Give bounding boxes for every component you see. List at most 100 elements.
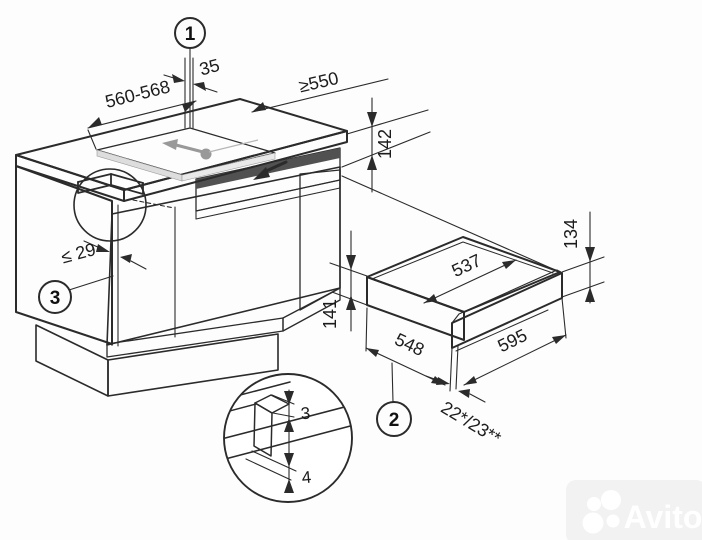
niche-to-drawer-alignment-line: [341, 175, 563, 274]
worktop-edge-left: [15, 154, 125, 202]
dim-drawer-inner-width-label: 537: [449, 250, 485, 281]
dim-detail-gap-bottom-label: 4: [301, 468, 312, 488]
connection-point-dot: [200, 148, 212, 160]
watermark-logo-icon: [587, 497, 601, 511]
niche-arrow-shaft: [262, 160, 288, 174]
connection-arrow-icon: [162, 139, 178, 150]
dim-134-arrow-top-icon: [585, 247, 595, 262]
drawer-left-side-face: [366, 276, 465, 341]
watermark: Avito: [566, 480, 702, 540]
dim-29-arrow-shaft-right: [130, 260, 147, 270]
dim-body-height-label: 141: [320, 299, 340, 329]
dim-2223-ext-line-b: [455, 345, 459, 390]
watermark-logo-icon: [582, 512, 604, 534]
detail-4-arrow-top-icon: [284, 453, 294, 467]
cutout-inner-wall-left: [96, 149, 183, 182]
callout-3-badge: [38, 280, 72, 314]
dim-cutout-width-label: 560-568: [103, 76, 172, 111]
dim-595-line: [463, 334, 567, 386]
watermark-logo-icon: [606, 514, 620, 528]
niche-shelf-band: [195, 179, 341, 220]
dim-top-gap-label: 35: [197, 55, 222, 80]
dim-front-width-label: 595: [494, 325, 530, 356]
dim-2223-ext-line-a: [449, 347, 453, 392]
drawer-top-rim-line: [371, 241, 554, 280]
detail-4-ext-line-b: [245, 458, 292, 481]
niche-insert-arrow-icon: [253, 167, 270, 180]
dim-niche-height-label: 142: [375, 129, 395, 159]
dim-595-ext-line: [561, 297, 567, 339]
dim-141-ext-top: [329, 262, 368, 277]
edge-detail-view: 3 4: [223, 373, 353, 503]
dim-548-arrow-left-icon: [366, 348, 379, 357]
dim-141-arrow-bottom-icon: [346, 295, 356, 310]
dim-134-arrow-bottom-icon: [585, 287, 595, 302]
dim-595-arrow-right-icon: [552, 335, 566, 344]
dim-548-ext-line: [365, 307, 368, 352]
detail-3-ext-line-b: [272, 412, 295, 418]
worktop-top-face: [15, 98, 348, 191]
detail-circle-content: 3 4: [224, 381, 352, 493]
cutout-inner-wall-front: [181, 152, 276, 182]
niche-inner-shadow: [196, 148, 340, 189]
detail-3-arrow-bottom-icon: [284, 418, 294, 432]
dim-35-arrow-left-icon: [172, 74, 185, 83]
dim-142-arrow-top-icon: [367, 112, 377, 127]
watermark-brand-label: Avito: [624, 499, 702, 535]
dim-2223-arrow-left-icon: [436, 377, 450, 385]
dim-35-arrow-right-icon: [193, 82, 206, 91]
dim-548-line: [365, 347, 446, 386]
callout-2-badge: [376, 401, 412, 437]
detail-3-ext-line-a: [271, 394, 295, 405]
plinth-front-face: [107, 333, 279, 397]
base-to-drawer-alignment-line: [331, 291, 368, 306]
dim-detail-gap-top-label: 3: [300, 404, 311, 424]
cabinet-base-band-right: [282, 287, 341, 332]
dim-2223-arrow-right-icon: [458, 389, 470, 398]
dim-595-arrow-left-icon: [464, 376, 477, 385]
dim-537-arrow-left-icon: [424, 294, 437, 303]
dim-front-thickness-label: 22*/23**: [438, 397, 505, 448]
connection-leader-line: [208, 139, 259, 153]
dim-537-arrow-right-icon: [502, 260, 516, 269]
dim-560-ext-line: [87, 129, 97, 150]
dim-537-line: [423, 259, 517, 304]
callout-3-leader: [68, 275, 114, 291]
connection-arrow-shaft: [175, 143, 204, 154]
corner-detail-ring: [73, 168, 147, 242]
dim-134-ext-top: [561, 256, 605, 273]
dim-142-ext-bottom: [341, 131, 431, 168]
callout-1-label: 1: [185, 24, 196, 45]
watermark-logo-icon: [601, 490, 621, 510]
detail-3-arrow-top-icon: [284, 391, 294, 405]
dim-29-arrow-right-icon: [120, 254, 132, 263]
detail-panel-edge-line-bottom: [224, 424, 352, 463]
dim-560-arrow-left-icon: [88, 117, 102, 128]
plinth-left-face: [35, 324, 109, 397]
dim-560-line: [87, 100, 197, 129]
cabinet-drawing: [15, 98, 348, 397]
drawer-drawing: [366, 236, 563, 352]
drawer-dimensions: 537 134 141 548 595 22*/23**: [320, 211, 605, 448]
dim-550-arrow-icon: [252, 102, 266, 112]
dim-overhang-label: ≤ 29: [59, 239, 98, 267]
callout-2-label: 2: [389, 410, 400, 431]
hidden-edge-dashed-line: [132, 199, 175, 209]
detail-circle-outline: [223, 373, 353, 503]
callout-2-leader: [391, 362, 394, 403]
dim-29-arrow-left-icon: [96, 244, 110, 252]
callout-1-badge: [174, 17, 206, 49]
dim-142-arrow-bottom-icon: [367, 155, 377, 170]
dim-2223-arrow-shaft-right: [469, 393, 486, 403]
detail-4-arrow-bottom-icon: [284, 479, 294, 493]
detail-strip-front-face: [253, 402, 273, 457]
callout-3-label: 3: [50, 288, 61, 309]
detail-circle-bg: [224, 374, 352, 502]
dim-134-ext-bottom: [561, 281, 605, 298]
dim-141-arrow-top-icon: [346, 255, 356, 270]
dim-560-arrow-right-icon: [182, 101, 196, 112]
detail-panel-edge-line-top: [224, 404, 352, 443]
dim-142-ext-top: [346, 109, 429, 135]
